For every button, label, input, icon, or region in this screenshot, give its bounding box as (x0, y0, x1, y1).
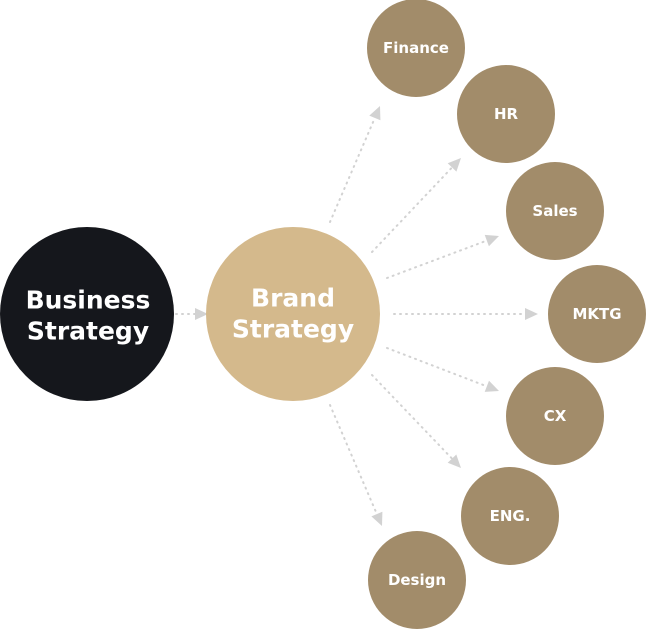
business-strategy-circle (0, 227, 174, 401)
business-strategy-label-line2: Strategy (27, 317, 149, 346)
connector-brand-to-design-line (329, 404, 378, 516)
design-circle (368, 531, 466, 629)
connector-brand-to-finance-line (329, 116, 376, 223)
eng-label: ENG. (490, 507, 531, 525)
satellite-sales: Sales (506, 162, 604, 260)
business-strategy-node: Business Strategy (0, 227, 174, 401)
hr-label: HR (494, 105, 519, 123)
hr-circle (457, 65, 555, 163)
brand-strategy-circle (206, 227, 380, 401)
connectors (175, 106, 538, 526)
connector-brand-to-eng-arrowhead-icon (447, 454, 461, 468)
brand-strategy-label-line2: Strategy (232, 315, 354, 344)
connector-brand-to-cx-line (386, 347, 488, 388)
mktg-circle (548, 265, 646, 363)
connector-brand-to-eng-line (371, 374, 454, 460)
connector-brand-to-finance-arrowhead-icon (369, 106, 381, 121)
finance-circle (367, 0, 465, 97)
connector-brand-to-sales-line (386, 239, 488, 279)
eng-circle (461, 467, 559, 565)
satellite-cx: CX (506, 367, 604, 465)
finance-label: Finance (383, 39, 449, 57)
satellite-finance: Finance (367, 0, 465, 97)
connector-brand-to-sales-arrowhead-icon (484, 234, 499, 247)
satellite-eng: ENG. (461, 467, 559, 565)
satellite-hr: HR (457, 65, 555, 163)
connector-brand-to-mktg-arrowhead-icon (525, 308, 538, 320)
brand-strategy-node: Brand Strategy (206, 227, 380, 401)
connector-brand-to-cx-arrowhead-icon (484, 380, 499, 392)
cx-label: CX (544, 407, 567, 425)
satellite-design: Design (368, 531, 466, 629)
sales-label: Sales (532, 202, 577, 220)
connector-brand-to-design-arrowhead-icon (371, 511, 383, 526)
mktg-label: MKTG (572, 305, 621, 323)
satellite-mktg: MKTG (548, 265, 646, 363)
sales-circle (506, 162, 604, 260)
brand-strategy-label-line1: Brand (251, 284, 335, 313)
connector-brand-to-hr-line (371, 166, 454, 253)
cx-circle (506, 367, 604, 465)
connector-brand-to-hr-arrowhead-icon (447, 158, 461, 172)
business-strategy-label-line1: Business (26, 286, 151, 315)
connector-business-to-brand-arrowhead-icon (195, 308, 208, 320)
design-label: Design (388, 571, 446, 589)
